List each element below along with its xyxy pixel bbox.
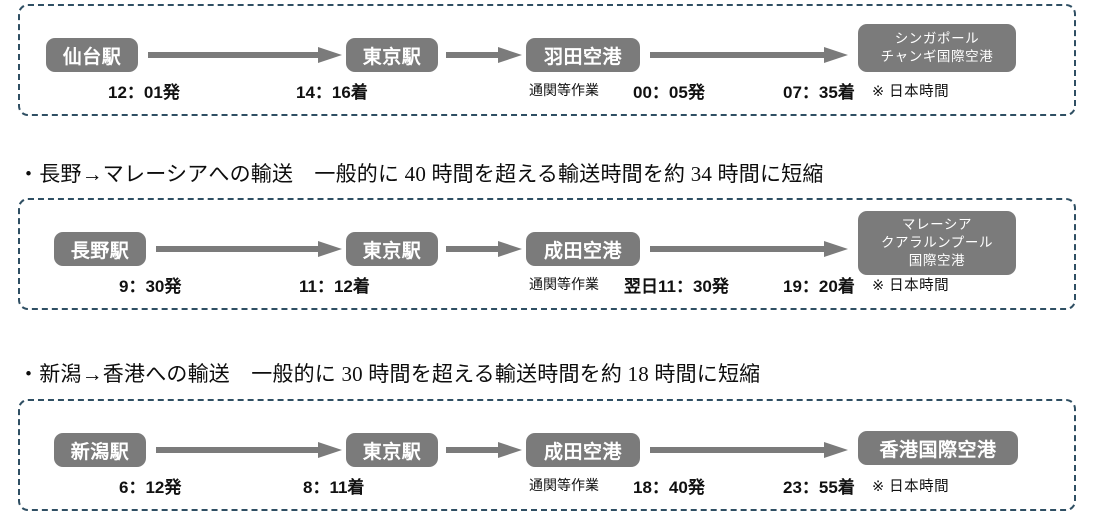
label-flight-departure: 00：05発 — [633, 83, 705, 102]
route-node-tokyo-station: 東京駅 — [346, 38, 438, 72]
route-arrow-rail-origin — [148, 47, 342, 63]
label-transfer-arrival: 8：11着 — [303, 478, 365, 497]
node-label-line: 香港国際空港 — [879, 439, 997, 461]
node-label-line: 成田空港 — [543, 240, 622, 262]
label-flight-arrival: 19：20着 — [783, 277, 855, 296]
label-timezone-note: ※ 日本時間 — [872, 84, 950, 100]
node-label-line: 東京駅 — [362, 240, 422, 262]
route-arrow-rail-tokyo — [446, 442, 522, 458]
label-customs-work: 通関等作業 — [529, 276, 599, 292]
label-timezone-note: ※ 日本時間 — [872, 278, 950, 294]
section-heading-niigata-hongkong: ・新潟→香港への輸送 一般的に 30 時間を超える輸送時間を約 18 時間に短縮 — [18, 362, 761, 386]
route-node-origin-station: 長野駅 — [54, 232, 146, 266]
route-node-departure-airport: 成田空港 — [526, 232, 640, 266]
label-origin-departure: 12：01発 — [108, 83, 180, 102]
label-flight-arrival: 23：55着 — [783, 478, 855, 497]
route-panel-niigata-hongkong: 新潟駅 東京駅 成田空港 — [18, 399, 1076, 511]
label-origin-departure: 6：12発 — [119, 478, 182, 497]
route-arrow-rail-tokyo — [446, 47, 522, 63]
label-transfer-arrival: 11：12着 — [299, 277, 370, 296]
route-panel-nagano-malaysia: 長野駅 東京駅 成田空港 — [18, 198, 1076, 310]
node-label-line: 長野駅 — [70, 240, 130, 262]
section-heading-nagano-malaysia: ・長野→マレーシアへの輸送 一般的に 40 時間を超える輸送時間を約 34 時間… — [18, 162, 824, 186]
route-node-departure-airport: 成田空港 — [526, 433, 640, 467]
node-label-line: 新潟駅 — [70, 441, 130, 463]
route-node-origin-station: 仙台駅 — [46, 38, 138, 72]
route-node-tokyo-station: 東京駅 — [346, 232, 438, 266]
route-arrow-rail-origin — [156, 442, 342, 458]
node-label-line: シンガポール — [894, 30, 980, 46]
route-node-arrival-airport: マレーシア クアラルンプール 国際空港 — [858, 211, 1016, 275]
node-label-line: 成田空港 — [543, 441, 622, 463]
label-timezone-note: ※ 日本時間 — [872, 479, 950, 495]
label-flight-arrival: 07：35着 — [783, 83, 855, 102]
label-transfer-arrival: 14：16着 — [296, 83, 368, 102]
node-label-line: 仙台駅 — [62, 46, 122, 68]
route-panel-sendai-singapore: 仙台駅 東京駅 羽田空港 — [18, 4, 1076, 116]
node-label-line: チャンギ国際空港 — [880, 49, 994, 64]
route-arrow-rail-tokyo — [446, 241, 522, 257]
node-label-line: 東京駅 — [362, 46, 422, 68]
route-node-arrival-airport: シンガポール チャンギ国際空港 — [858, 24, 1016, 72]
route-node-departure-airport: 羽田空港 — [526, 38, 640, 72]
route-node-origin-station: 新潟駅 — [54, 433, 146, 467]
node-label-line: マレーシア — [901, 216, 973, 232]
route-node-arrival-airport: 香港国際空港 — [858, 431, 1018, 465]
route-node-tokyo-station: 東京駅 — [346, 433, 438, 467]
label-flight-departure: 18：40発 — [633, 478, 705, 497]
node-label-line: 東京駅 — [362, 441, 422, 463]
label-flight-departure: 翌日11：30発 — [624, 277, 729, 296]
route-arrow-flight — [650, 47, 848, 63]
route-arrow-flight — [650, 241, 848, 257]
route-arrow-flight — [650, 442, 848, 458]
label-customs-work: 通関等作業 — [529, 82, 599, 98]
node-label-line: クアラルンプール — [880, 234, 994, 250]
route-arrow-rail-origin — [156, 241, 342, 257]
node-label-line: 羽田空港 — [543, 46, 622, 68]
label-origin-departure: 9：30発 — [119, 277, 182, 296]
node-label-line: 国際空港 — [908, 253, 966, 269]
label-customs-work: 通関等作業 — [529, 477, 599, 493]
